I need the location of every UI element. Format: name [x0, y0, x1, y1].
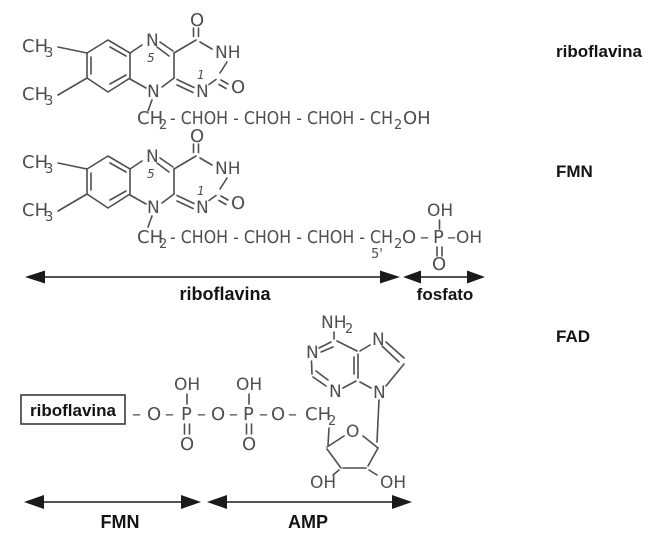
amino-group-subscript: 2 — [345, 322, 353, 337]
riboflavina-box — [20, 394, 126, 425]
chain-mid: - CHOH - CHOH - CHOH - CH — [170, 227, 393, 248]
atom-label-phosphorus-2: P — [243, 404, 254, 425]
chain-sub2: 2 — [159, 118, 167, 133]
fmn-span-arrows: riboflavina fosfato — [25, 270, 485, 304]
amino-group-label: NH — [321, 313, 347, 333]
span-label-riboflavina: riboflavina — [179, 284, 271, 304]
phosphate2-oh-top: OH — [236, 375, 262, 395]
bond-n1-c2 — [310, 360, 313, 375]
bond-dash: – — [197, 404, 206, 425]
bridge-oxygen: O — [211, 404, 225, 425]
bond-dash: – — [447, 227, 456, 248]
double-bond-n7-c8 — [381, 341, 405, 363]
bond-dash: – — [288, 404, 297, 425]
ribose-oh-left: OH — [310, 473, 336, 493]
riboflavin-ring — [21, 9, 246, 112]
bond-c4p-o — [326, 435, 345, 448]
chain-sub2: 2 — [328, 414, 336, 429]
bond-o-c1p — [362, 435, 379, 449]
atom-label-phosphorus-1: P — [181, 404, 192, 425]
phosphate-oxygen-bottom: O — [432, 254, 446, 275]
bond-c3p-c4p — [326, 448, 342, 469]
arrow-left-icon — [207, 495, 227, 509]
chain-o5: O — [402, 227, 416, 248]
chain-ch: CH — [305, 404, 331, 425]
arrow-right-icon — [467, 270, 485, 284]
phosphate2-oxygen-bottom: O — [242, 434, 256, 455]
double-bond-p-oxygen — [436, 246, 443, 257]
atom-label-adenine-n7: N — [372, 330, 385, 350]
adenine-ring: NH 2 N N N N — [306, 313, 405, 443]
phosphate-oh-top: OH — [427, 201, 453, 221]
bond-n3-c4 — [342, 380, 357, 389]
span-label-fosfato: fosfato — [417, 285, 474, 304]
fmn-ribitol-phosphate-chain: CH 2 - CHOH - CHOH - CHOH - CH 2 O 5' – … — [137, 201, 482, 275]
phosphate1-oh-top: OH — [174, 375, 200, 395]
bond-n9-ribose — [376, 399, 380, 443]
fad-span-arrows: FMN AMP — [24, 495, 412, 532]
double-bond-p1-oxygen — [183, 423, 191, 435]
arrow-left-icon — [24, 495, 44, 509]
atom-label-adenine-n3: N — [329, 382, 342, 402]
double-bond-p2-oxygen — [245, 423, 253, 435]
chain-terminal-oh: OH — [403, 108, 431, 129]
atom-label-adenine-n1: N — [306, 343, 319, 363]
chain-mid: - CHOH - CHOH - CHOH - CH — [170, 108, 393, 129]
arrow-right-icon — [392, 495, 412, 509]
arrow-right-icon — [380, 270, 400, 284]
span-label-amp: AMP — [288, 512, 328, 532]
bond-dash: – — [229, 404, 238, 425]
carbon-5-prime-label: 5' — [371, 247, 383, 262]
bond-dash: – — [259, 404, 268, 425]
side-label-riboflavina: riboflavina — [556, 42, 643, 61]
chain-sub2-end: 2 — [394, 118, 402, 133]
ribose-oh-right: OH — [380, 473, 406, 493]
riboflavin-structure: CH 2 - CHOH - CHOH - CHOH - CH 2 OH — [21, 9, 431, 133]
bridge-oxygen: O — [147, 404, 161, 425]
bond-c1p-c2p — [367, 447, 379, 467]
fmn-structure: CH 2 - CHOH - CHOH - CHOH - CH 2 O 5' – … — [21, 125, 482, 275]
bond-c5-n7 — [359, 344, 371, 352]
bond-c2p-oh — [368, 469, 378, 476]
bond-c5-c6 — [336, 340, 358, 352]
chain-sub2: 2 — [159, 237, 167, 252]
arrow-left-icon — [403, 270, 421, 284]
bridge-oxygen: O — [271, 404, 285, 425]
ribose-ring-oxygen: O — [346, 422, 359, 442]
arrow-left-icon — [25, 270, 45, 284]
ribose-ring: O OH OH — [310, 422, 406, 493]
side-label-fad: FAD — [556, 327, 590, 346]
side-label-fmn: FMN — [556, 162, 593, 181]
bond-dash: – — [165, 404, 174, 425]
bond-dash: – — [132, 404, 141, 425]
double-bond-c4-c5 — [353, 353, 359, 379]
bond-ch2-ribose — [327, 427, 330, 446]
chain-ch: CH — [137, 108, 163, 129]
bond-dash: – — [420, 227, 429, 248]
bond-n9-c4 — [359, 381, 372, 389]
double-bond-c6-n1 — [318, 341, 334, 353]
fad-structure: riboflavina – O – P – O – P – O – CH 2 O… — [20, 313, 406, 493]
atom-label-phosphorus: P — [433, 227, 444, 248]
boxed-label-riboflavina: riboflavina — [30, 401, 117, 420]
pyrophosphate-chain: – O – P – O – P – O – CH 2 OH O OH O — [132, 375, 336, 455]
double-bond-c2-n3 — [312, 370, 329, 387]
riboflavin-ribitol-chain: CH 2 - CHOH - CHOH - CHOH - CH 2 OH — [137, 108, 431, 133]
bond-c8-n9 — [385, 363, 405, 387]
arrow-right-icon — [181, 495, 201, 509]
phosphate1-oxygen-bottom: O — [180, 434, 194, 455]
fmn-ring — [21, 125, 246, 228]
atom-label-adenine-n9: N — [373, 383, 386, 403]
bond-c3p-oh — [332, 469, 340, 476]
span-label-fmn: FMN — [101, 512, 140, 532]
chain-sub2-end: 2 — [394, 237, 402, 252]
chain-ch: CH — [137, 227, 163, 248]
phosphate-oh-right: OH — [456, 228, 482, 248]
